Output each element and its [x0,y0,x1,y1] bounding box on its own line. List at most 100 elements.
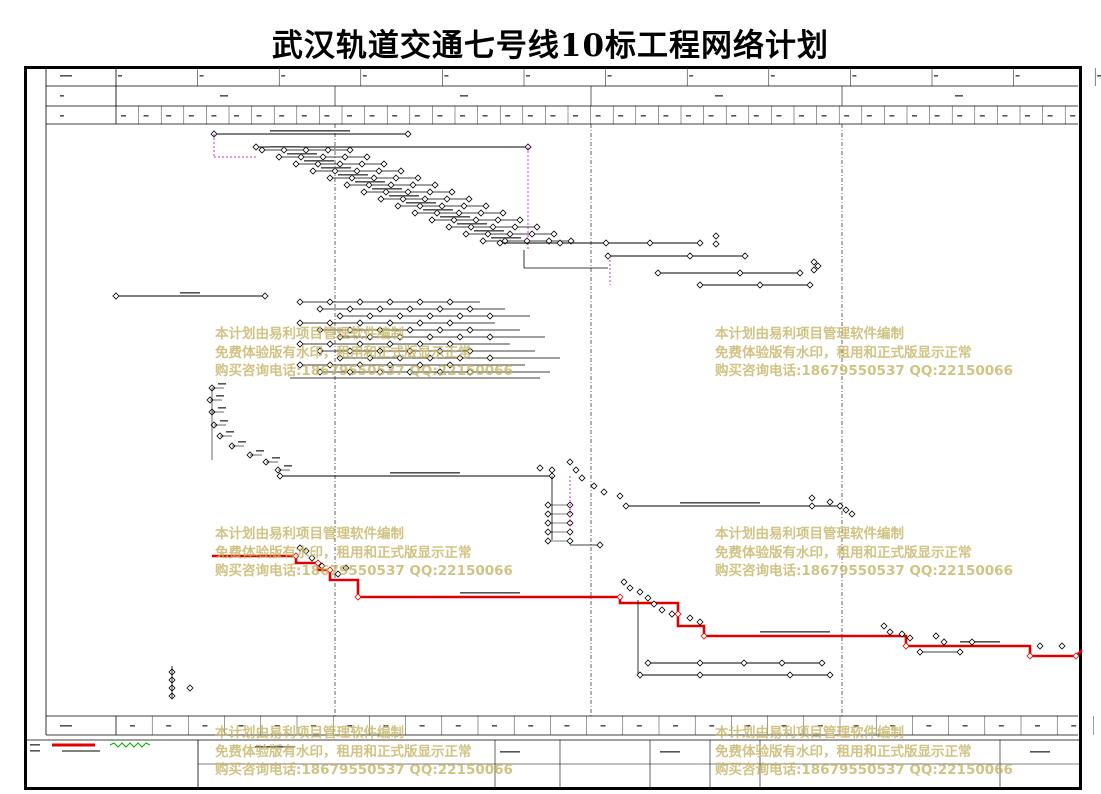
event-node [316,347,324,355]
event-node [275,153,283,161]
activity-label-mark [955,95,963,97]
activity-label-mark [492,725,497,727]
event-node [566,537,574,545]
event-node [740,659,748,667]
event-node [477,209,485,217]
event-node [336,333,344,341]
activity-label-mark [301,115,307,117]
event-node [578,474,586,482]
event-node [484,230,492,238]
event-node [356,340,364,348]
event-node [416,319,424,327]
event-node [456,333,464,341]
activity-label-mark [526,75,530,77]
event-node [686,252,694,260]
activity-label-mark [781,725,787,727]
event-node [316,305,324,313]
activity-label-mark [689,75,694,77]
activity-label-mark [460,592,520,594]
activity-label-mark [600,725,606,727]
event-node [602,239,610,247]
activity-label-mark [1070,115,1076,117]
event-node [806,281,814,289]
activity-label-mark [234,115,239,117]
activity-label-mark [414,115,420,117]
event-node [386,319,394,327]
event-node [455,209,463,217]
activity-label-mark [390,472,460,474]
event-node [479,237,487,245]
activity-label-mark [866,115,872,117]
event-node [566,458,574,466]
event-node [668,610,676,618]
event-node [397,167,405,175]
activity-label-mark [745,725,751,727]
event-node [814,262,822,270]
event-node [426,188,434,196]
activity-label-mark [550,115,556,117]
event-node [636,671,644,679]
event-node [756,281,764,289]
event-node [394,202,402,210]
event-node [696,671,704,679]
event-node [486,312,494,320]
event-node [280,146,288,154]
event-node [902,642,910,650]
event-node [1072,652,1080,660]
activity-label-mark [1030,751,1050,753]
event-node [336,312,344,320]
event-node [810,266,818,274]
event-node [436,347,444,355]
event-node [826,498,834,506]
event-node [446,319,454,327]
event-node [326,361,334,369]
activity-label-mark [274,725,280,727]
event-node [309,167,317,175]
legend-float-wave [109,742,151,748]
activity-label-mark [573,115,578,117]
event-node [276,472,284,480]
event-node [336,354,344,362]
event-node [346,305,354,313]
event-node [636,588,644,596]
activity-label-mark [406,202,436,204]
event-node [590,482,598,490]
event-node [326,174,334,182]
event-node [572,466,580,474]
event-node [382,188,390,196]
event-node [650,600,658,608]
event-node [252,143,260,151]
activity-label-mark [284,465,292,467]
event-node [343,181,351,189]
activity-label-mark [166,725,172,727]
event-node [292,160,300,168]
event-node [696,239,704,247]
activity-label-mark [30,744,40,746]
event-node [377,195,385,203]
activity-label-mark [817,725,823,727]
event-node [404,130,412,138]
event-node [489,223,497,231]
activity-label-mark [663,115,669,117]
event-node [556,239,564,247]
activity-label-mark [934,75,938,77]
event-node [511,223,519,231]
activity-label-mark [1071,725,1077,727]
activity-label-mark [962,725,968,727]
event-node [261,292,269,300]
activity-label-mark [118,75,122,77]
event-node [826,671,834,679]
event-node [370,174,378,182]
activity-label-mark [660,751,680,753]
event-node [443,195,451,203]
event-node [326,319,334,327]
activity-label-mark [437,115,443,117]
activity-label-mark [372,188,402,190]
activity-label-mark [460,115,465,117]
event-node [533,223,541,231]
event-node [658,606,666,614]
event-node [406,347,414,355]
activity-label-mark [455,725,461,727]
activity-label-mark [527,115,533,117]
activity-label-mark [347,115,352,117]
